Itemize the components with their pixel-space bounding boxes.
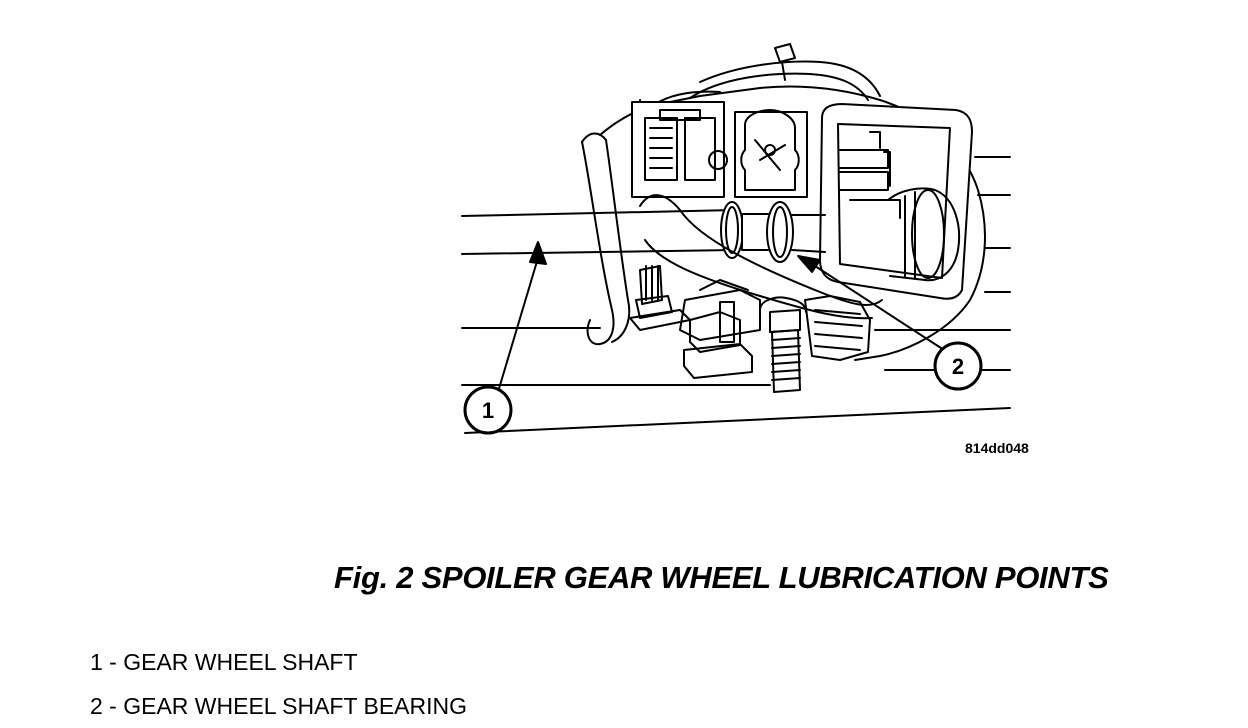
figure-caption: Fig. 2 SPOILER GEAR WHEEL LUBRICATION PO… <box>334 560 1109 595</box>
image-id-label: 814dd048 <box>965 440 1029 456</box>
callout-2-number: 2 <box>952 354 964 379</box>
callout-1-number: 1 <box>482 398 494 423</box>
legend-item-2: 2 - GEAR WHEEL SHAFT BEARING <box>90 693 468 719</box>
legend-item-1: 1 - GEAR WHEEL SHAFT <box>90 649 358 675</box>
legend: 1 - GEAR WHEEL SHAFT 2 - GEAR WHEEL SHAF… <box>90 640 467 728</box>
